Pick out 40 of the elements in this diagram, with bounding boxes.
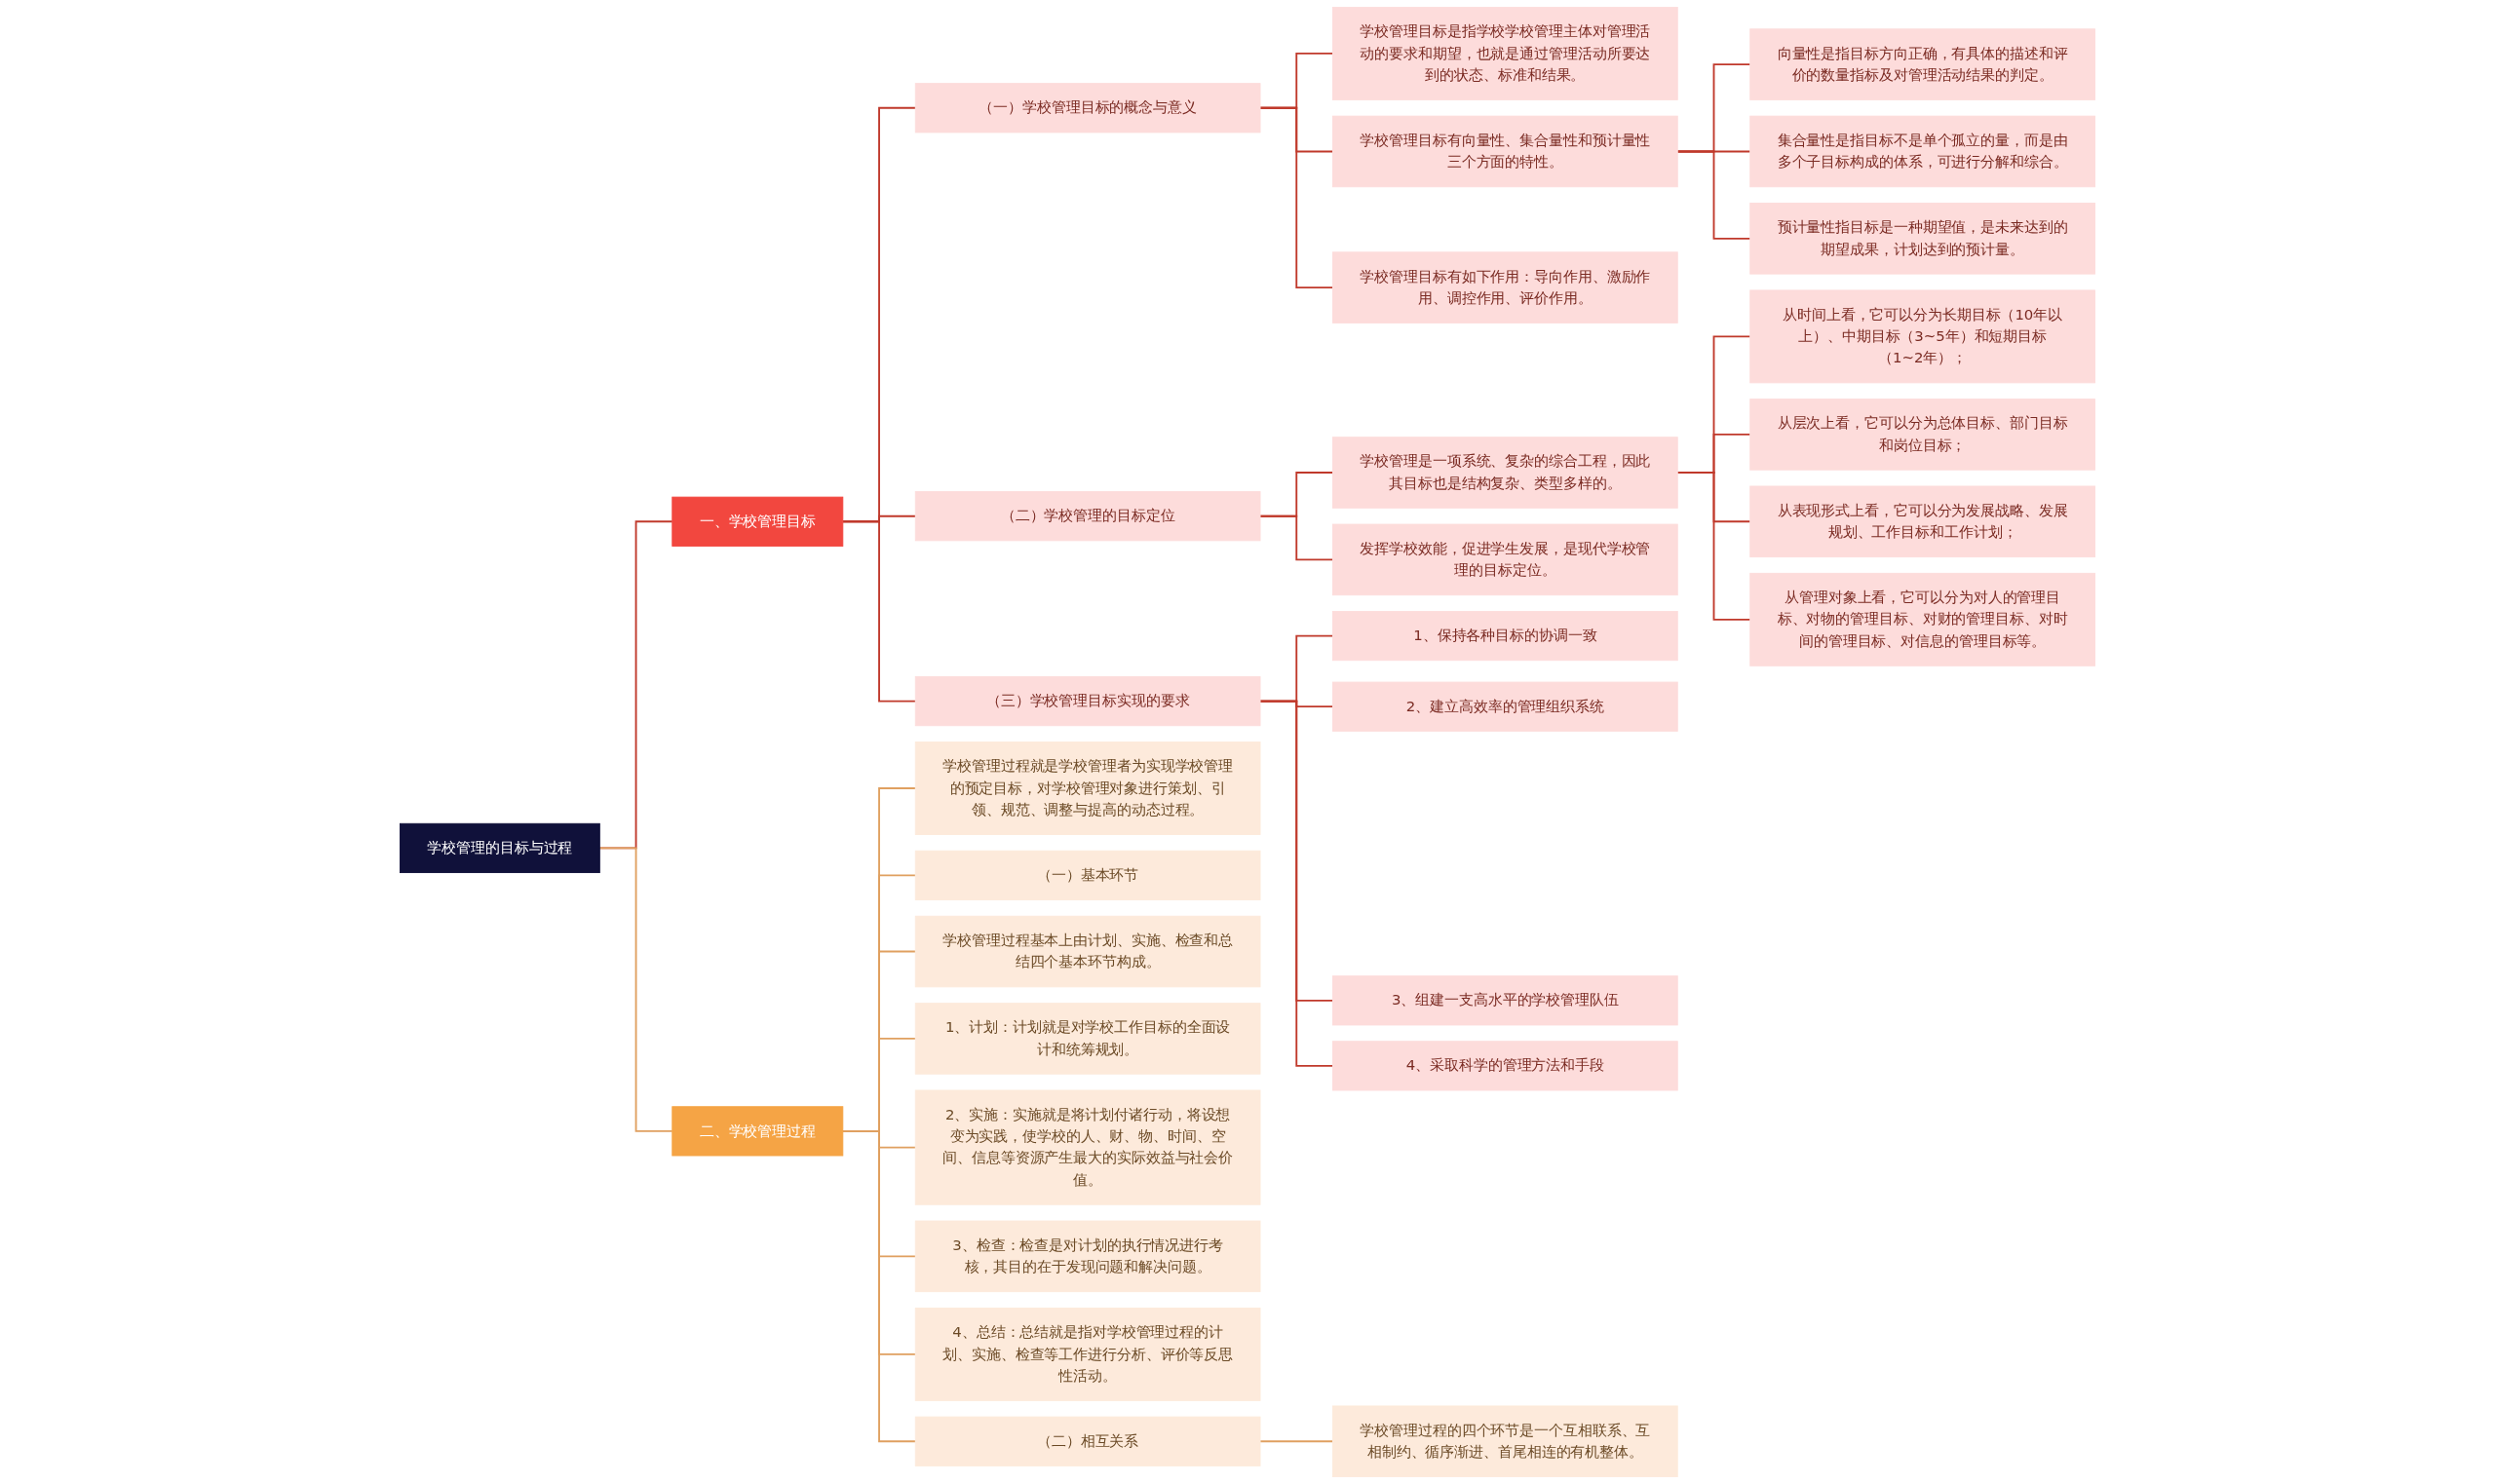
node-box: 从层次上看，它可以分为总体目标、部门目标和岗位目标； xyxy=(1749,399,2095,471)
node-box: 一、学校管理目标 xyxy=(672,496,844,547)
connector xyxy=(1676,472,1751,621)
node-box: 2、建立高效率的管理组织系统 xyxy=(1332,681,1678,732)
node-box: 向量性是指目标方向正确，有具体的描述和评价的数量指标及对管理活动结果的判定。 xyxy=(1749,28,2095,100)
connector xyxy=(841,1129,917,1443)
connector xyxy=(598,847,673,1132)
node-box: 3、检查：检查是对计划的执行情况进行考核，其目的在于发现问题和解决问题。 xyxy=(914,1220,1261,1293)
connector xyxy=(1676,150,1751,240)
node-box: 学校管理过程就是学校管理者为实现学校管理的预定目标，对学校管理对象进行策划、引领、规范、调整与提高的动态过程。 xyxy=(914,742,1261,835)
node-box: 2、实施：实施就是将计划付诸行动，将设想变为实践，使学校的人、财、物、时间、空间、信息等资源产生最大的实际效益与社会价值。 xyxy=(914,1089,1261,1205)
node-box: 学校管理目标有如下作用：导向作用、激励作用、调控作用、评价作用。 xyxy=(1332,251,1678,323)
node-box: 二、学校管理过程 xyxy=(672,1106,844,1157)
node-box: 1、保持各种目标的协调一致 xyxy=(1332,611,1678,662)
node-box: 从管理对象上看，它可以分为对人的管理目标、对物的管理目标、对财的管理目标、对时间的管理目标、对信息的管理目标等。 xyxy=(1749,572,2095,666)
node-box: 学校管理是一项系统、复杂的综合工程，因此其目标也是结构复杂、类型多样的。 xyxy=(1332,437,1678,509)
node-box: （二）学校管理的目标定位 xyxy=(914,491,1261,542)
node-box: 1、计划：计划就是对学校工作目标的全面设计和统筹规划。 xyxy=(914,1003,1261,1075)
node-box: （一）学校管理目标的概念与意义 xyxy=(914,83,1261,133)
node-box: 4、采取科学的管理方法和手段 xyxy=(1332,1041,1678,1091)
node-box: 3、组建一支高水平的学校管理队伍 xyxy=(1332,975,1678,1026)
node-box: 学校管理过程的四个环节是一个互相联系、互相制约、循序渐进、首尾相连的有机整体。 xyxy=(1332,1405,1678,1477)
connector xyxy=(1259,514,1334,561)
node-box: （二）相互关系 xyxy=(914,1416,1261,1466)
connector xyxy=(1259,1440,1334,1443)
node-box: 学校管理过程基本上由计划、实施、检查和总结四个基本环节构成。 xyxy=(914,915,1261,988)
node-box: 发挥学校效能，促进学生发展，是现代学校管理的目标定位。 xyxy=(1332,523,1678,596)
connector xyxy=(1259,700,1334,1067)
node-box: 从表现形式上看，它可以分为发展战略、发展规划、工作目标和工作计划； xyxy=(1749,485,2095,558)
connector xyxy=(1259,106,1334,289)
node-box: 预计量性指目标是一种期望值，是未来达到的期望成果，计划达到的预计量。 xyxy=(1749,203,2095,275)
node-box: （一）基本环节 xyxy=(914,850,1261,900)
node-box: 学校管理目标有向量性、集合量性和预计量性三个方面的特性。 xyxy=(1332,115,1678,188)
node-box: 从时间上看，它可以分为长期目标（10年以上）、中期目标（3~5年）和短期目标（1~2年）； xyxy=(1749,289,2095,384)
node-box: 学校管理目标是指学校学校管理主体对管理活动的要求和期望，也就是通过管理活动所要达到的状态、标准和结果。 xyxy=(1332,7,1678,100)
connector xyxy=(841,520,917,703)
node-box: 4、总结：总结就是指对学校管理过程的计划、实施、检查等工作进行分析、评价等反思性活动。 xyxy=(914,1307,1261,1401)
node-box: 学校管理的目标与过程 xyxy=(400,822,600,873)
node-box: 集合量性是指目标不是单个孤立的量，而是由多个子目标构成的体系，可进行分解和综合。 xyxy=(1749,115,2095,188)
node-box: （三）学校管理目标实现的要求 xyxy=(914,676,1261,727)
